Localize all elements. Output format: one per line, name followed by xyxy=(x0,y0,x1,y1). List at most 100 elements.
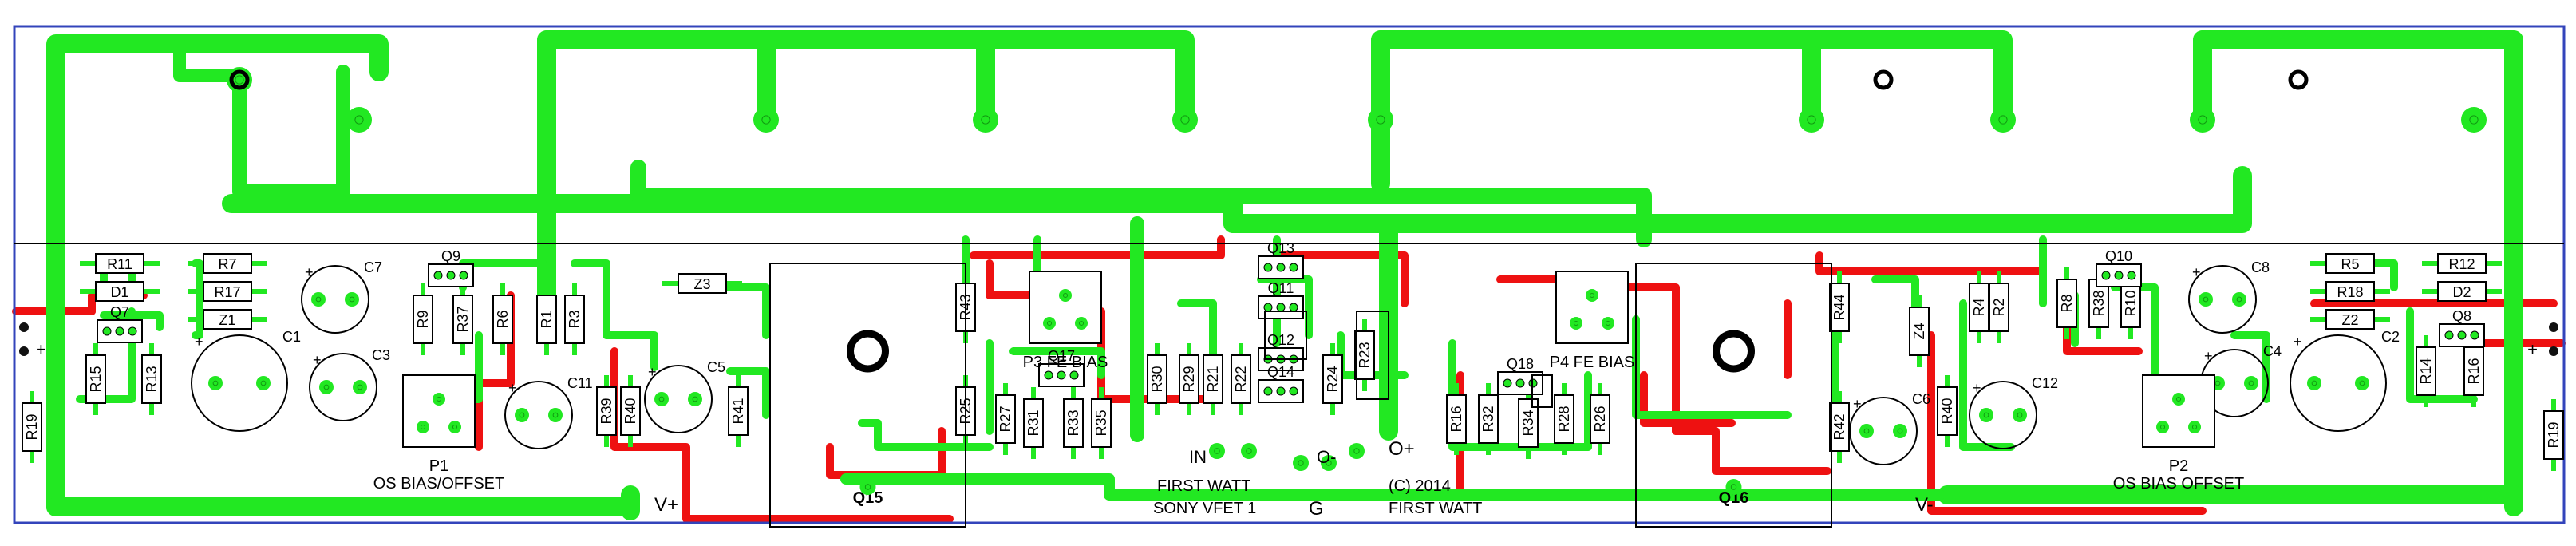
trimpot-body xyxy=(1029,271,1102,344)
transistor: Q17 xyxy=(1038,348,1085,387)
capacitor-body xyxy=(309,353,377,421)
thin-trace-8 xyxy=(603,331,658,371)
resistor: R6 xyxy=(492,283,513,355)
pad-drill xyxy=(2175,396,2182,402)
resistor: R18 xyxy=(2310,281,2390,302)
capacitor-body xyxy=(2188,265,2257,334)
transistor-pin xyxy=(1515,378,1525,388)
resistor-label: R2 xyxy=(1991,298,2007,316)
vfet-footprint: Q15 xyxy=(769,263,966,528)
pad-drill xyxy=(323,384,330,390)
vfet-label: Q15 xyxy=(853,489,883,507)
capacitor-body xyxy=(1969,381,2037,449)
resistor: R44 xyxy=(1829,271,1850,343)
pad-drill xyxy=(1573,320,1579,326)
resistor-label: Z3 xyxy=(693,276,710,292)
resistor: D2 xyxy=(2422,281,2502,302)
trimpot-caption: OS BIAS/OFFSET xyxy=(373,475,504,493)
resistor-body xyxy=(1231,354,1251,404)
trimpot: P3 FE BIAS xyxy=(1023,271,1108,371)
capacitor-polarity: + xyxy=(1853,396,1862,412)
silkscreen-text: FIRST WATT xyxy=(1389,500,1482,517)
trimpot-body xyxy=(2142,374,2215,448)
resistor-body xyxy=(452,295,473,344)
resistor: R42 xyxy=(1829,391,1850,463)
vfet-footprint: Q16 xyxy=(1635,263,1832,528)
pad-drill xyxy=(1246,448,1252,454)
resistor-label: R35 xyxy=(1093,410,1109,436)
resistor-body xyxy=(728,386,749,436)
rail-right-bus xyxy=(1267,166,2252,233)
resistor-label: R18 xyxy=(2337,284,2363,300)
resistor-body xyxy=(1322,354,1343,404)
vfet-mounting-hole xyxy=(847,330,889,373)
pad-drill xyxy=(1062,292,1069,299)
resistor-body xyxy=(1909,307,1930,356)
transistor-label: Q10 xyxy=(2105,248,2132,264)
capacitor: +C2 xyxy=(2290,329,2400,432)
rail-right-outer xyxy=(2193,30,2523,516)
resistor-body xyxy=(1179,354,1199,404)
pad-drill xyxy=(552,412,559,418)
pad-drill xyxy=(1214,448,1220,454)
transistor: Q8 xyxy=(2439,308,2485,347)
pad-drill xyxy=(2203,296,2209,303)
thin-trace-27 xyxy=(2406,307,2478,403)
capacitor: +C3 xyxy=(309,347,390,421)
resistor-label: R31 xyxy=(1025,410,1041,436)
resistor-label: R13 xyxy=(144,366,160,392)
capacitor: +C12 xyxy=(1969,375,2058,449)
pad-drill xyxy=(1180,115,1190,125)
resistor-body xyxy=(1590,394,1610,444)
resistor-body xyxy=(141,354,162,404)
transistor-pin xyxy=(2457,330,2467,340)
resistor-label: R30 xyxy=(1149,366,1165,392)
resistor-body xyxy=(1354,330,1375,380)
resistor-label: R32 xyxy=(1480,406,1496,432)
pad-drill xyxy=(761,115,771,125)
resistor-body xyxy=(85,354,106,404)
transistor: Q10 xyxy=(2096,248,2142,287)
pad-drill xyxy=(315,296,322,303)
resistor-body xyxy=(2325,309,2375,330)
pad-drill xyxy=(864,484,871,490)
resistor-label: Z4 xyxy=(1911,322,1927,339)
resistor: R29 xyxy=(1179,343,1199,415)
power-in-pad xyxy=(19,322,29,332)
resistor-body xyxy=(1446,394,1467,444)
thin-trace-10 xyxy=(726,367,770,419)
trimpot: P4 FE BIAS xyxy=(1550,271,1634,371)
resistor-body xyxy=(2325,253,2375,274)
resistor-label: R16 xyxy=(2466,358,2482,384)
resistor: R16 xyxy=(1446,383,1467,455)
capacitor: +C1 xyxy=(191,329,301,432)
resistor-label: R27 xyxy=(998,406,1013,432)
resistor-label: R44 xyxy=(1831,294,1847,320)
resistor-label: R17 xyxy=(214,284,240,300)
resistor-label: R5 xyxy=(2341,256,2359,272)
resistor: R33 xyxy=(1063,387,1084,459)
thin-trace-25 xyxy=(2230,331,2270,403)
resistor-label: R24 xyxy=(1325,366,1341,392)
resistor: R19 xyxy=(22,391,42,463)
capacitor-label: C8 xyxy=(2251,259,2270,275)
capacitor-label: C3 xyxy=(372,347,390,363)
resistor: R39 xyxy=(596,375,617,447)
resistor-body xyxy=(2416,346,2436,396)
resistor: R21 xyxy=(1203,343,1223,415)
vfet-outline xyxy=(769,263,966,528)
trimpot-caption: P3 FE BIAS xyxy=(1023,354,1108,371)
rail-left-small xyxy=(173,38,246,82)
resistor-label: R15 xyxy=(88,366,104,392)
transistor-label: Q13 xyxy=(1267,240,1294,256)
transistor: Q7 xyxy=(97,304,143,343)
resistor: R3 xyxy=(564,283,585,355)
mounting-pad-ring xyxy=(2288,69,2309,90)
resistor-label: R4 xyxy=(1971,298,1987,316)
resistor-label: Z1 xyxy=(219,312,235,328)
resistor: R14 xyxy=(2416,335,2436,407)
resistor-label: R29 xyxy=(1181,366,1197,392)
thin-trace-9 xyxy=(714,283,770,339)
resistor: R11 xyxy=(80,253,160,274)
